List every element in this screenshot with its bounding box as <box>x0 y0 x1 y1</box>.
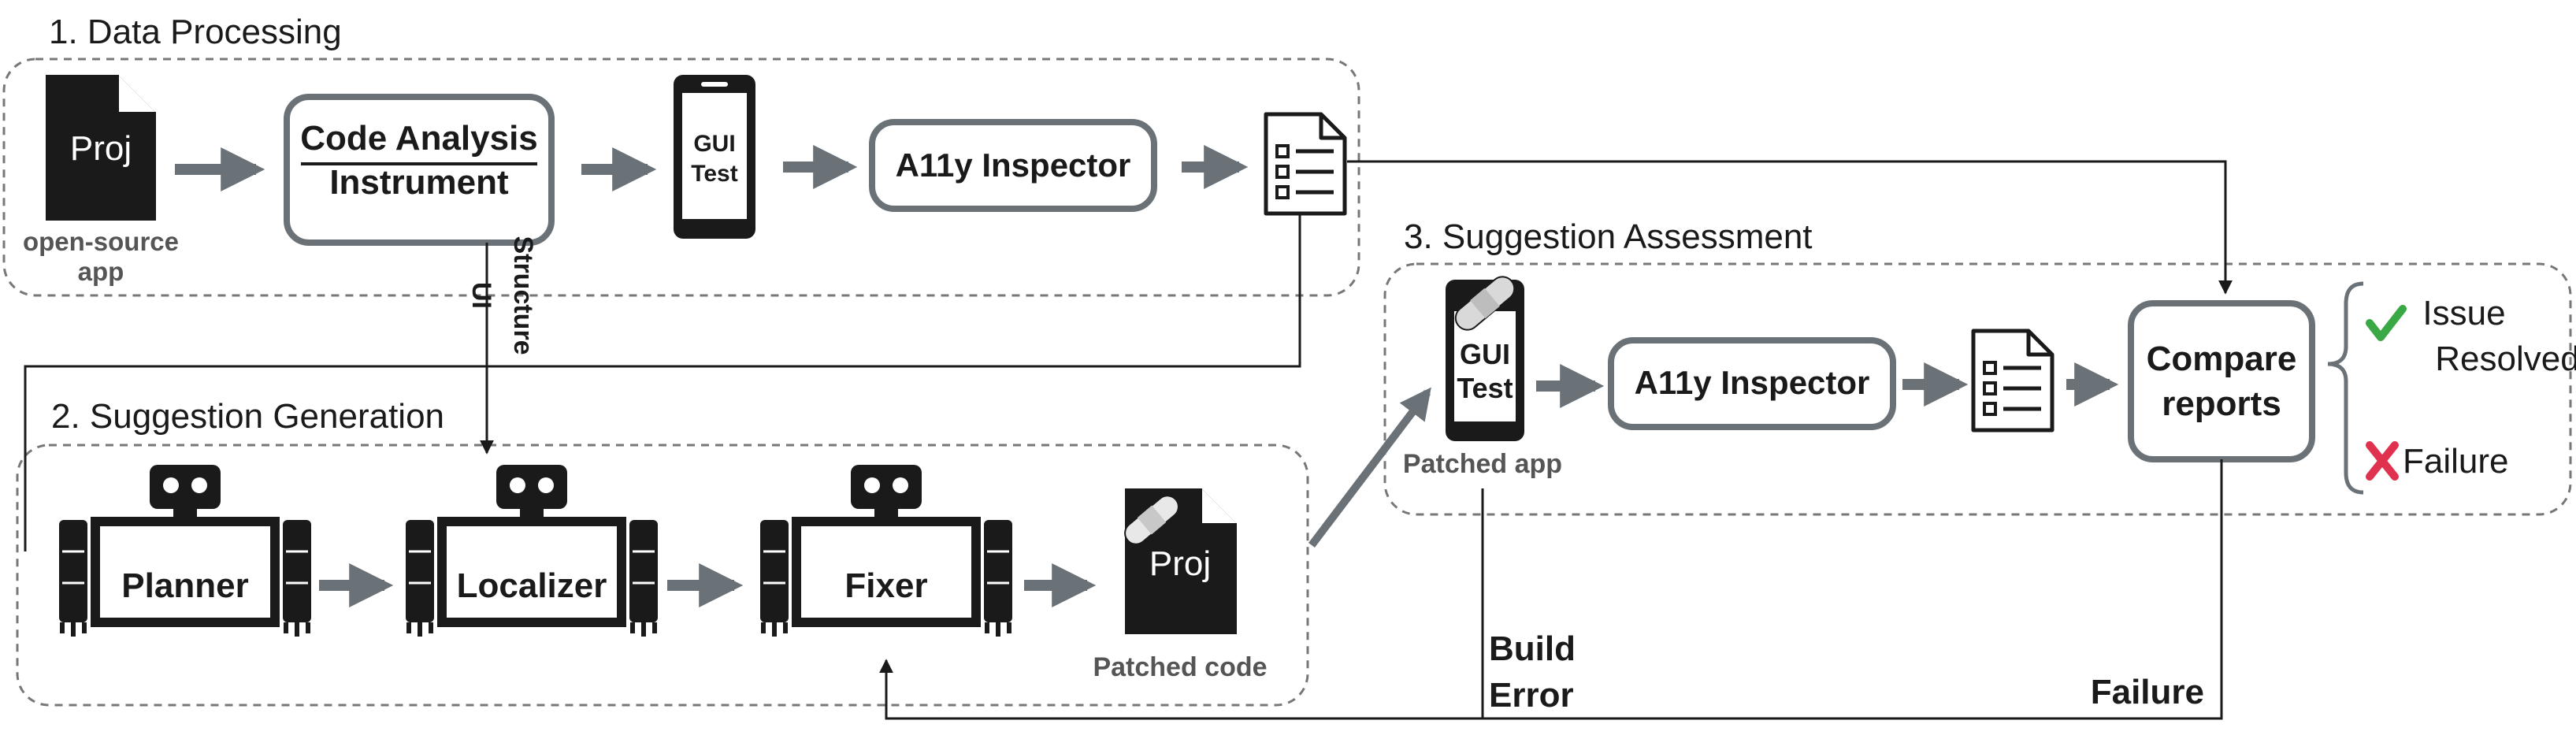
planner-label: Planner <box>121 566 248 605</box>
report-to-compare-line <box>1347 160 2233 295</box>
arrow-patched-code-to-app <box>1308 387 1431 548</box>
failure-loop-label: Failure <box>2091 673 2204 711</box>
robot-icon <box>760 465 1012 637</box>
code-analysis-box <box>284 94 555 246</box>
structure-label: Structure <box>508 236 538 355</box>
data-processing-section <box>2 58 1360 297</box>
reports-label: reports <box>2162 384 2281 423</box>
instrument-label: Instrument <box>329 163 509 202</box>
suggestion-assessment-title: 3. Suggestion Assessment <box>1404 217 1813 256</box>
a11y-inspector-label: A11y Inspector <box>896 147 1131 184</box>
robot-icon <box>59 465 311 637</box>
compare-label: Compare <box>2147 340 2297 378</box>
build-label: Build <box>1489 629 1576 668</box>
data-processing-title: 1. Data Processing <box>49 13 342 51</box>
error-label: Error <box>1489 676 1574 715</box>
robot-icon <box>406 465 658 637</box>
check-icon <box>2366 305 2407 341</box>
patched-proj-label: Proj <box>1149 544 1211 583</box>
document-icon <box>46 75 156 221</box>
ui-label: UI <box>466 282 496 309</box>
patched-gui-test-label-2: Test <box>1457 372 1513 404</box>
suggestion-assessment-section <box>1383 262 2572 516</box>
bandage-icon <box>1454 276 1516 331</box>
issue-label: Issue <box>2422 294 2505 332</box>
report-to-planner-line <box>24 214 1301 551</box>
fixer-label: Fixer <box>844 566 927 605</box>
gui-test-label-1: GUI <box>693 131 735 157</box>
failure-outcome-label: Failure <box>2403 442 2509 481</box>
localizer-label: Localizer <box>457 566 607 605</box>
gui-test-label-2: Test <box>691 161 737 187</box>
suggestion-generation-section <box>16 444 1309 707</box>
phone-icon <box>674 75 755 239</box>
report-icon <box>1266 114 1345 213</box>
compare-reports-box <box>2128 300 2315 462</box>
outcome-brace <box>2327 281 2364 495</box>
open-source-app-label: app <box>78 257 124 286</box>
report-icon <box>1973 331 2052 430</box>
a11y-inspector-2-box <box>1608 337 1896 430</box>
code-analysis-label: Code Analysis <box>300 119 538 158</box>
a11y-inspector-2-label: A11y Inspector <box>1635 364 1870 401</box>
suggestion-generation-title: 2. Suggestion Generation <box>51 397 444 436</box>
patched-gui-test-label-1: GUI <box>1460 338 1510 370</box>
proj-label: Proj <box>70 129 132 168</box>
bandage-icon <box>1124 495 1179 545</box>
failure-loop-line <box>879 459 2223 720</box>
open-source-label: open-source <box>23 227 179 256</box>
a11y-inspector-box <box>869 119 1157 212</box>
cross-icon <box>2366 441 2399 481</box>
resolved-label: Resolved <box>2435 340 2576 378</box>
patched-app-label: Patched app <box>1403 449 1562 479</box>
patched-code-label: Patched code <box>1093 652 1267 682</box>
